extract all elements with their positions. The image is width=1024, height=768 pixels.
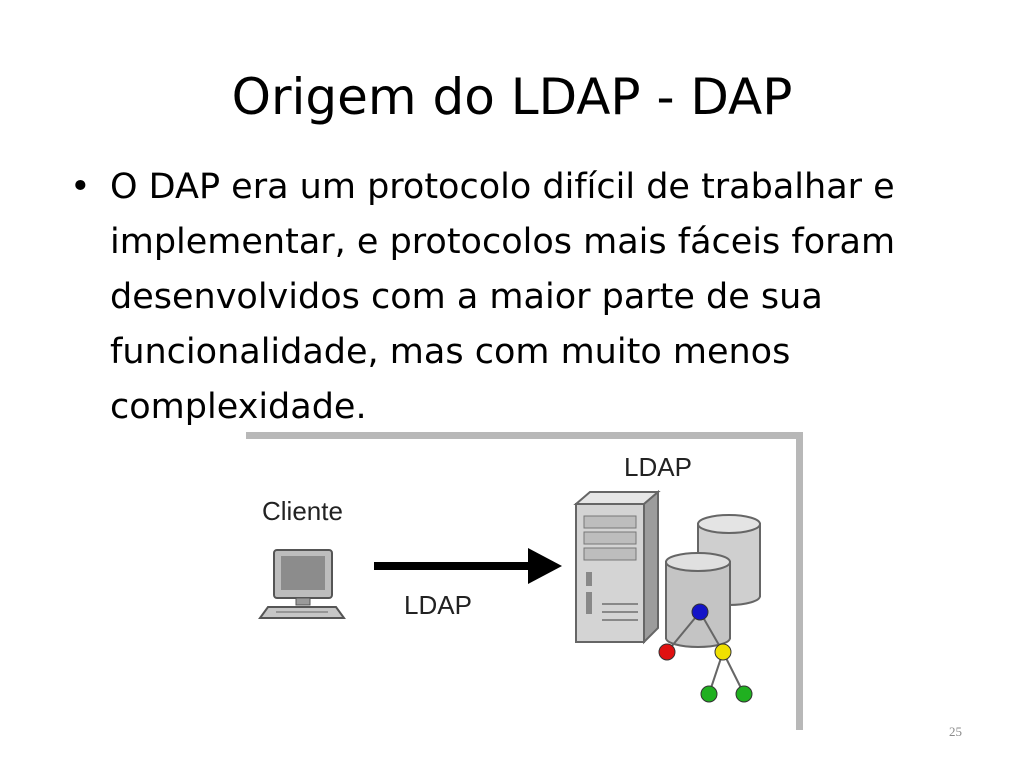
computer-icon [258,549,346,619]
server-label: LDAP [624,452,692,482]
bullet-icon: • [70,167,91,207]
bullet-text: O DAP era um protocolo difícil de trabal… [110,167,896,427]
arrow-label: LDAP [404,590,472,620]
client-label: Cliente [262,496,343,526]
bullet-item: • O DAP era um protocolo difícil de trab… [70,160,970,435]
slide-number: 25 [949,724,962,739]
ldap-diagram: Cliente LDAP LDAP [246,432,803,730]
bullet-list: • O DAP era um protocolo difícil de trab… [70,160,970,435]
server-tower-icon [573,489,661,645]
tree-nodes-icon [658,603,753,703]
diagram-right-border [796,432,803,730]
diagram-top-border [246,432,803,439]
arrow-right-icon [374,548,562,584]
ldap-diagram-svg: Cliente LDAP LDAP [246,432,803,730]
slide-title: Origem do LDAP - DAP [231,67,793,126]
